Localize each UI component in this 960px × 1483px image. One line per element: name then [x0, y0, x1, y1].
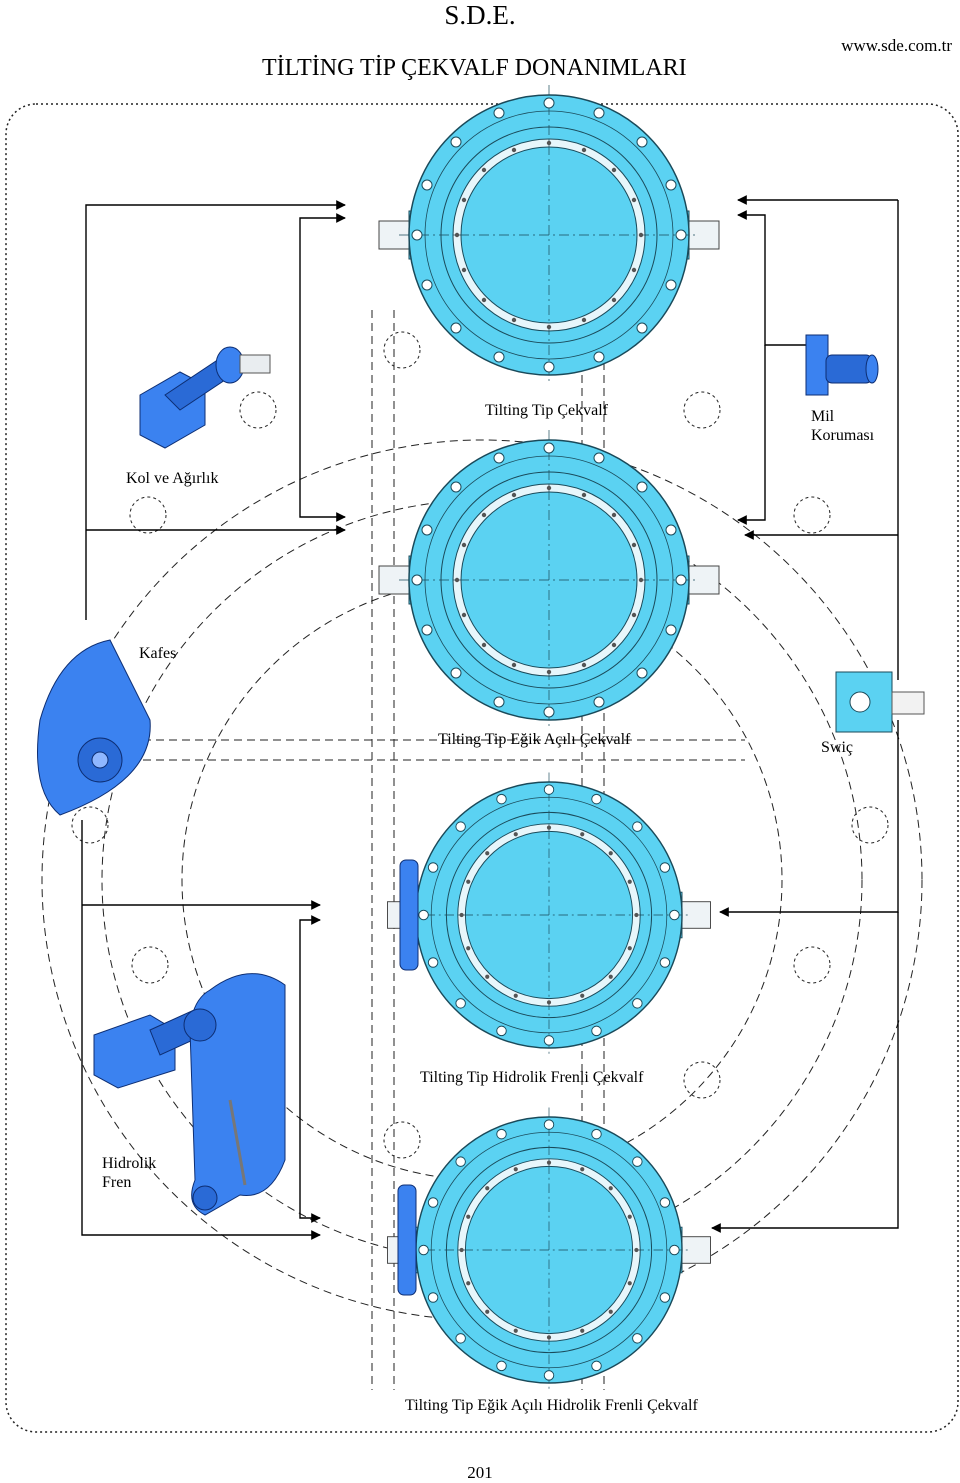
valve-drawing-3	[386, 771, 712, 1059]
valve-label-2: Tilting Tip Eğik Açılı Çekvalf	[438, 731, 631, 748]
accessory-label-fren-1: Hidrolik	[102, 1155, 156, 1172]
valve-label-1: Tilting Tip Çekvalf	[485, 402, 609, 419]
accessory-label-fren-2: Fren	[102, 1174, 131, 1191]
hydraulic-brake-illustration	[93, 973, 286, 1216]
page-number: 201	[467, 1463, 493, 1482]
valve-drawing-4	[386, 1106, 712, 1394]
connector-lines	[81, 195, 899, 1240]
switch-illustration	[835, 671, 925, 733]
valve-label-4: Tilting Tip Eğik Açılı Hidrolik Frenli Ç…	[405, 1397, 698, 1414]
accessory-label-mil-1: Mil	[811, 408, 835, 425]
valve-drawing-1	[378, 84, 720, 386]
brake-flange-3	[399, 859, 419, 971]
website-link[interactable]: www.sde.com.tr	[841, 36, 952, 55]
lever-weight-illustration	[139, 346, 271, 449]
shaft-protection-illustration	[805, 334, 879, 396]
valve-drawing-2	[378, 429, 720, 731]
accessory-label-swic: Swiç	[821, 739, 853, 756]
accessory-label-kafes: Kafes	[139, 645, 176, 662]
page-frame	[5, 103, 959, 1433]
page-title: TİLTİNG TİP ÇEKVALF DONANIMLARI	[262, 55, 687, 81]
company-name: S.D.E.	[444, 0, 516, 30]
accessory-label-kol: Kol ve Ağırlık	[126, 470, 218, 487]
cage-illustration	[37, 639, 151, 816]
accessory-label-mil-2: Koruması	[811, 427, 875, 444]
valve-label-3: Tilting Tip Hidrolik Frenli Çekvalf	[420, 1069, 644, 1086]
brake-flange-4	[397, 1184, 417, 1296]
